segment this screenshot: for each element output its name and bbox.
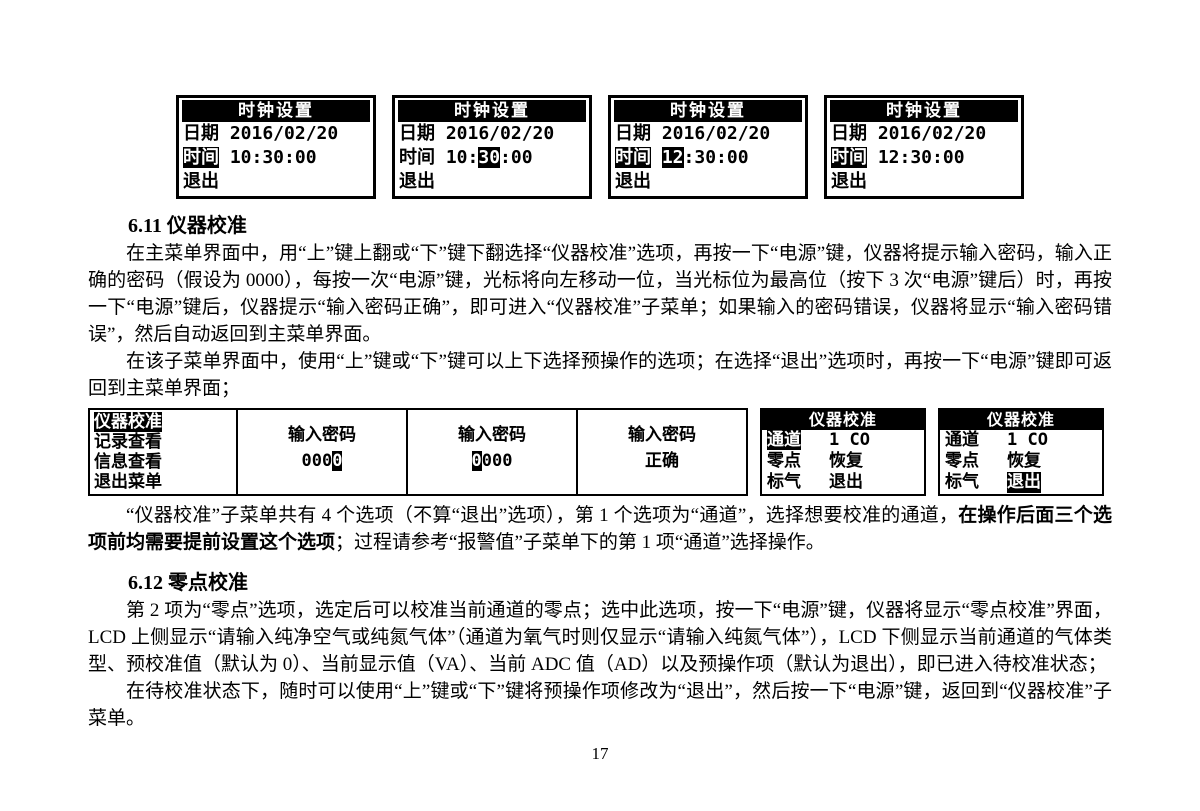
- menu-item-calibration-highlighted: 仪器校准: [94, 412, 162, 432]
- menu-item: 记录查看: [94, 432, 162, 452]
- menu-item: 信息查看: [94, 452, 162, 472]
- channel-value: 1 CO: [829, 430, 870, 450]
- clock-settings-screens-row: 时钟设置 日期 2016/02/20 时间 10:30:00 退出 时钟设置 日…: [176, 95, 1112, 199]
- lcd-clock-title: 时钟设置: [614, 100, 802, 122]
- password-cursor-digit: 0: [332, 451, 343, 471]
- cal-label-cell: 通道: [767, 430, 829, 451]
- channel-label: 通道: [945, 430, 979, 450]
- text-segment: ；过程请参考“报警值”子菜单下的第 1 项“通道”选择操作。: [335, 532, 825, 553]
- time-label: 时间: [399, 147, 435, 168]
- time-value: 10:30:00: [219, 147, 317, 168]
- para-611-options-note: “仪器校准”子菜单共有 4 个选项（不算“退出”选项），第 1 个选项为“通道”…: [88, 502, 1112, 556]
- menu-item-selected: 仪器校准: [94, 412, 232, 432]
- zero-value: 恢复: [829, 451, 863, 471]
- cal-row-channel: 通道 1 CO: [762, 430, 924, 451]
- lcd-time-line: 时间 10:30:00: [398, 146, 586, 170]
- lcd-screen-main-menu: 仪器校准 记录查看 信息查看 退出菜单: [88, 408, 238, 496]
- password-result: 正确: [645, 451, 679, 471]
- password-cursor-digit: 0: [471, 451, 482, 471]
- lcd-clock-title: 时钟设置: [182, 100, 370, 122]
- time-label-highlighted: 时间: [183, 147, 219, 168]
- password-value: 0000: [238, 448, 406, 474]
- lcd-screen-password-1: 输入密码 0000: [236, 408, 408, 496]
- cal-row-span: 标气 退出: [762, 472, 924, 493]
- time-value: 10:: [435, 147, 479, 168]
- time-spacer: [651, 147, 662, 168]
- zero-value: 恢复: [1007, 451, 1041, 471]
- lcd-screen-clock-3: 时钟设置 日期 2016/02/20 时间 12:30:00 退出: [608, 95, 808, 199]
- lcd-screen-password-3: 输入密码 正确: [576, 408, 748, 496]
- password-value: 0000: [408, 448, 576, 474]
- para-612-zero-calibration: 第 2 项为“零点”选项，选定后可以校准当前通道的零点；选中此选项，按一下“电源…: [88, 600, 1112, 675]
- password-prompt: 输入密码: [458, 425, 526, 445]
- calibration-screens-row: 仪器校准 记录查看 信息查看 退出菜单 输入密码 0000 输入密码 0000 …: [88, 408, 1112, 496]
- time-label-highlighted: 时间: [831, 147, 867, 168]
- para-612-exit-calibration: 在待校准状态下，随时可以使用“上”键或“下”键将预操作项修改为“退出”，然后按一…: [88, 681, 1112, 729]
- section-heading-6-12: 6.12 零点校准: [128, 572, 248, 594]
- lcd-screen-clock-4: 时钟设置 日期 2016/02/20 时间 12:30:00 退出: [824, 95, 1024, 199]
- lcd-exit-line: 退出: [615, 171, 651, 192]
- lcd-calibration-title: 仪器校准: [762, 410, 924, 430]
- lcd-clock-title: 时钟设置: [398, 100, 586, 122]
- section-heading-6-11: 6.11 仪器校准: [128, 215, 247, 237]
- lcd-time-line: 时间 12:30:00: [614, 146, 802, 170]
- cal-row-span: 标气 退出: [940, 472, 1102, 493]
- exit-value-highlighted: 退出: [1007, 472, 1041, 493]
- password-prompt: 输入密码: [288, 425, 356, 445]
- para-611-submenu-navigation: 在该子菜单界面中，使用“上”键或“下”键可以上下选择预操作的选项；在选择“退出”…: [88, 351, 1112, 399]
- cal-row-zero: 零点 恢复: [940, 451, 1102, 472]
- lcd-screen-calibration-menu-2: 仪器校准 通道 1 CO 零点 恢复 标气 退出: [938, 408, 1104, 496]
- cal-row-zero: 零点 恢复: [762, 451, 924, 472]
- channel-label-highlighted: 通道: [767, 430, 801, 450]
- lcd-date-line: 日期 2016/02/20: [183, 123, 339, 144]
- lcd-date-line: 日期 2016/02/20: [831, 123, 987, 144]
- text-segment: “仪器校准”子菜单共有 4 个选项（不算“退出”选项），第 1 个选项为“通道”…: [126, 505, 959, 526]
- password-digits: 000: [481, 451, 513, 471]
- lcd-clock-title: 时钟设置: [830, 100, 1018, 122]
- lcd-screen-calibration-menu-1: 仪器校准 通道 1 CO 零点 恢复 标气 退出: [760, 408, 926, 496]
- lcd-screen-password-2: 输入密码 0000: [406, 408, 578, 496]
- password-digits: 000: [301, 451, 333, 471]
- span-label: 标气: [767, 472, 801, 492]
- menu-item: 退出菜单: [94, 472, 162, 492]
- text-segment-bold: 在操作后面三个选项前均需要提前设置这个选项: [88, 505, 1112, 553]
- lcd-exit-line: 退出: [183, 171, 219, 192]
- exit-value: 退出: [829, 472, 863, 492]
- lcd-date-line: 日期 2016/02/20: [615, 123, 771, 144]
- lcd-time-line: 时间 12:30:00: [830, 146, 1018, 170]
- cal-row-channel: 通道 1 CO: [940, 430, 1102, 451]
- time-value: 12:30:00: [867, 147, 965, 168]
- time-label-highlighted: 时间: [615, 147, 651, 168]
- time-value: :00: [500, 147, 533, 168]
- time-minutes-highlighted: 30: [478, 147, 501, 168]
- channel-value: 1 CO: [1007, 430, 1048, 450]
- time-value: :30:00: [683, 147, 749, 168]
- para-611-password-entry: 在主菜单界面中，用“上”键上翻或“下”键下翻选择“仪器校准”选项，再按一下“电源…: [88, 243, 1112, 345]
- time-hours-highlighted: 12: [661, 147, 684, 168]
- lcd-screen-clock-1: 时钟设置 日期 2016/02/20 时间 10:30:00 退出: [176, 95, 376, 199]
- lcd-exit-line: 退出: [399, 171, 435, 192]
- lcd-screen-clock-2: 时钟设置 日期 2016/02/20 时间 10:30:00 退出: [392, 95, 592, 199]
- password-prompt: 输入密码: [628, 425, 696, 445]
- span-label: 标气: [945, 472, 979, 492]
- zero-label: 零点: [945, 451, 979, 471]
- zero-label: 零点: [767, 451, 801, 471]
- page-number: 17: [591, 744, 609, 763]
- lcd-exit-line: 退出: [831, 171, 867, 192]
- manual-page: 时钟设置 日期 2016/02/20 时间 10:30:00 退出 时钟设置 日…: [88, 95, 1112, 763]
- lcd-date-line: 日期 2016/02/20: [399, 123, 555, 144]
- lcd-calibration-title: 仪器校准: [940, 410, 1102, 430]
- lcd-time-line: 时间 10:30:00: [182, 146, 370, 170]
